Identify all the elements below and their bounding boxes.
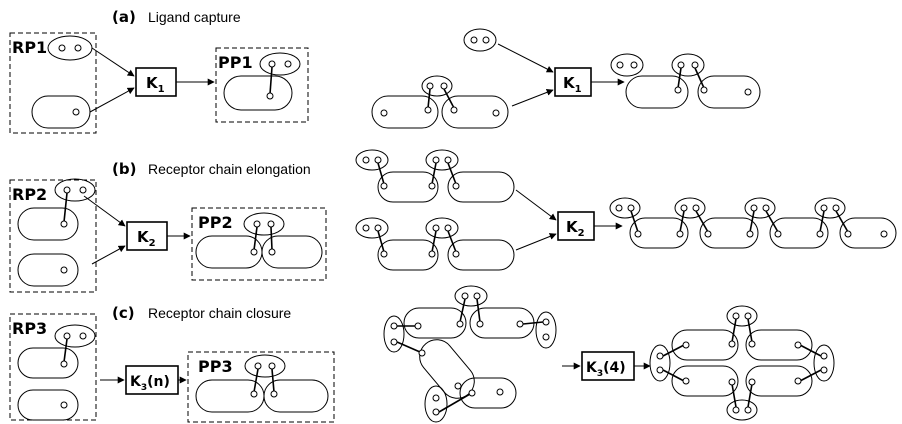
rp1-label: RP1 bbox=[12, 38, 47, 57]
rp3-group: RP3 bbox=[9, 313, 97, 421]
svg-text:K1: K1 bbox=[146, 74, 165, 95]
rp2-box bbox=[9, 179, 97, 293]
panel-a-tag: (a) bbox=[112, 8, 136, 26]
panel-b-title: Receptor chain elongation bbox=[148, 161, 311, 177]
svg-text:K3(4): K3(4) bbox=[586, 360, 626, 379]
pp2-label: PP2 bbox=[198, 213, 233, 232]
arrow bbox=[511, 89, 554, 107]
receptor bbox=[223, 75, 293, 111]
ligand bbox=[259, 52, 301, 76]
pp2-box bbox=[191, 207, 327, 281]
pp1-group: PP1 bbox=[215, 47, 309, 123]
pp2-group: PP2 bbox=[191, 207, 327, 281]
ligand bbox=[47, 35, 93, 61]
arrow bbox=[515, 189, 557, 221]
rp2-label: RP2 bbox=[12, 185, 47, 204]
example-b-reactants bbox=[355, 149, 515, 271]
svg-text:K2: K2 bbox=[137, 228, 156, 249]
example-rate-box-k3: K3(4) bbox=[581, 351, 635, 381]
panel-b-tag: (b) bbox=[112, 160, 136, 178]
arrow bbox=[89, 87, 135, 113]
rate-box-k2: K2 bbox=[126, 221, 168, 251]
rp1-box bbox=[9, 32, 97, 134]
svg-text:K3(n): K3(n) bbox=[130, 374, 170, 393]
svg-text:K1: K1 bbox=[563, 74, 582, 95]
example-b-product bbox=[609, 197, 897, 249]
rate-box-k3: K3(n) bbox=[125, 365, 179, 395]
rate-symbol: K bbox=[146, 74, 159, 92]
arrow bbox=[515, 233, 557, 251]
rate-subscript: 1 bbox=[158, 84, 165, 95]
arrow bbox=[91, 47, 135, 77]
panel-a-title: Ligand capture bbox=[148, 9, 241, 25]
pp3-box bbox=[187, 351, 335, 423]
example-a-product bbox=[610, 53, 761, 109]
rp2-group: RP2 bbox=[9, 178, 97, 293]
pp1-box bbox=[215, 47, 309, 123]
panel-c-title: Receptor chain closure bbox=[148, 305, 291, 321]
rp3-label: RP3 bbox=[12, 319, 47, 338]
arrow bbox=[83, 195, 126, 227]
example-a-reactants bbox=[371, 28, 509, 129]
receptor bbox=[31, 95, 91, 129]
bond bbox=[269, 66, 273, 95]
rp1-group: RP1 bbox=[9, 32, 97, 134]
arrow bbox=[497, 43, 554, 73]
example-c-reactant bbox=[383, 285, 557, 423]
example-rate-box-k1: K1 bbox=[554, 67, 592, 97]
pp3-label: PP3 bbox=[198, 357, 233, 376]
svg-text:K2: K2 bbox=[566, 218, 585, 239]
example-rate-box-k2: K2 bbox=[557, 211, 595, 241]
arrow bbox=[91, 245, 126, 265]
example-c-product bbox=[649, 305, 835, 421]
pp3-group: PP3 bbox=[187, 351, 335, 423]
rate-box-k1: K1 bbox=[135, 67, 177, 97]
panel-c-tag: (c) bbox=[112, 304, 135, 322]
pp1-label: PP1 bbox=[218, 53, 253, 72]
